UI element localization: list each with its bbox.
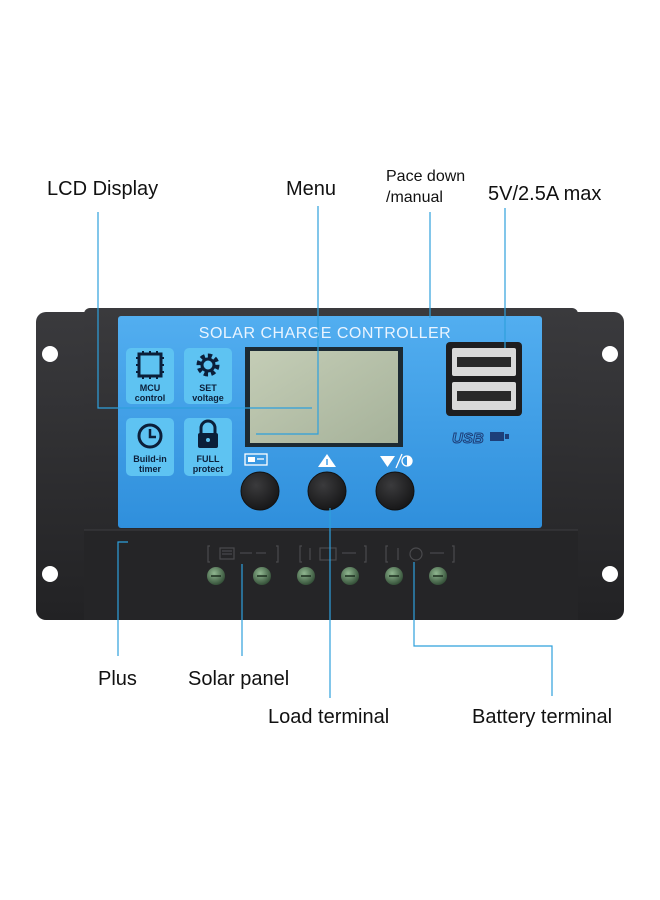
- solar-terminal-symbol: [207, 545, 279, 563]
- battery-terminal-leader: [413, 562, 553, 696]
- left-mounting-flange: [36, 312, 96, 620]
- usb-max-label: 5V/2.5A max: [488, 183, 602, 205]
- plus-leader: [117, 541, 128, 656]
- menu-leader: [256, 206, 319, 435]
- menu-label: Menu: [286, 178, 337, 200]
- feature-set-line1: SET: [199, 383, 217, 393]
- page-down-manual-button[interactable]: [375, 471, 415, 511]
- lcd-screen: [250, 351, 398, 443]
- panel-title: SOLAR CHARGE CONTROLLER: [199, 325, 451, 342]
- feature-build-in-timer: Build-in timer: [126, 418, 174, 476]
- usb-port-block: [446, 342, 522, 416]
- solar-panel-label: Solar panel: [188, 668, 290, 690]
- feature-timer-line2: timer: [139, 464, 162, 474]
- feature-timer-line1: Build-in: [133, 454, 167, 464]
- feature-mcu-line2: control: [135, 393, 166, 403]
- feature-set-line2: voltage: [192, 393, 224, 403]
- load-terminal-symbol: [299, 545, 367, 563]
- up-button[interactable]: [307, 471, 347, 511]
- lcd-display-leader: [97, 212, 312, 409]
- feature-full-protect: FULL protect: [184, 418, 232, 476]
- terminal-strip: [84, 530, 578, 620]
- menu-button[interactable]: [240, 471, 280, 511]
- lock-icon: [198, 419, 218, 448]
- feature-mcu-control: MCU control: [126, 348, 174, 404]
- lcd-display-label: LCD Display: [47, 178, 159, 200]
- feature-protect-line2: protect: [193, 464, 224, 474]
- battery-terminal-symbol: [385, 545, 455, 563]
- gear-icon: [196, 353, 220, 377]
- feature-protect-line1: FULL: [197, 454, 220, 464]
- load-terminal-label: Load terminal: [268, 706, 390, 728]
- terminal-screws: [207, 567, 447, 585]
- callout-leader-lines: [97, 206, 553, 698]
- page-down-label-line2: /manual: [386, 189, 443, 206]
- feature-set-voltage: SET voltage: [184, 348, 232, 404]
- right-mounting-flange: [566, 312, 624, 620]
- usb-logo: USB: [452, 430, 509, 448]
- battery-terminal-label: Battery terminal: [472, 706, 613, 728]
- usb-logo-text: USB: [452, 430, 484, 447]
- feature-mcu-line1: MCU: [140, 383, 161, 393]
- chip-icon: [136, 351, 164, 379]
- up-triangle-icon: [318, 454, 336, 467]
- page-down-label-line1: Pace down: [386, 168, 466, 185]
- down-manual-icon: [380, 453, 413, 469]
- clock-icon: [137, 423, 163, 449]
- menu-icon: [244, 453, 268, 466]
- plus-label: Plus: [98, 668, 137, 690]
